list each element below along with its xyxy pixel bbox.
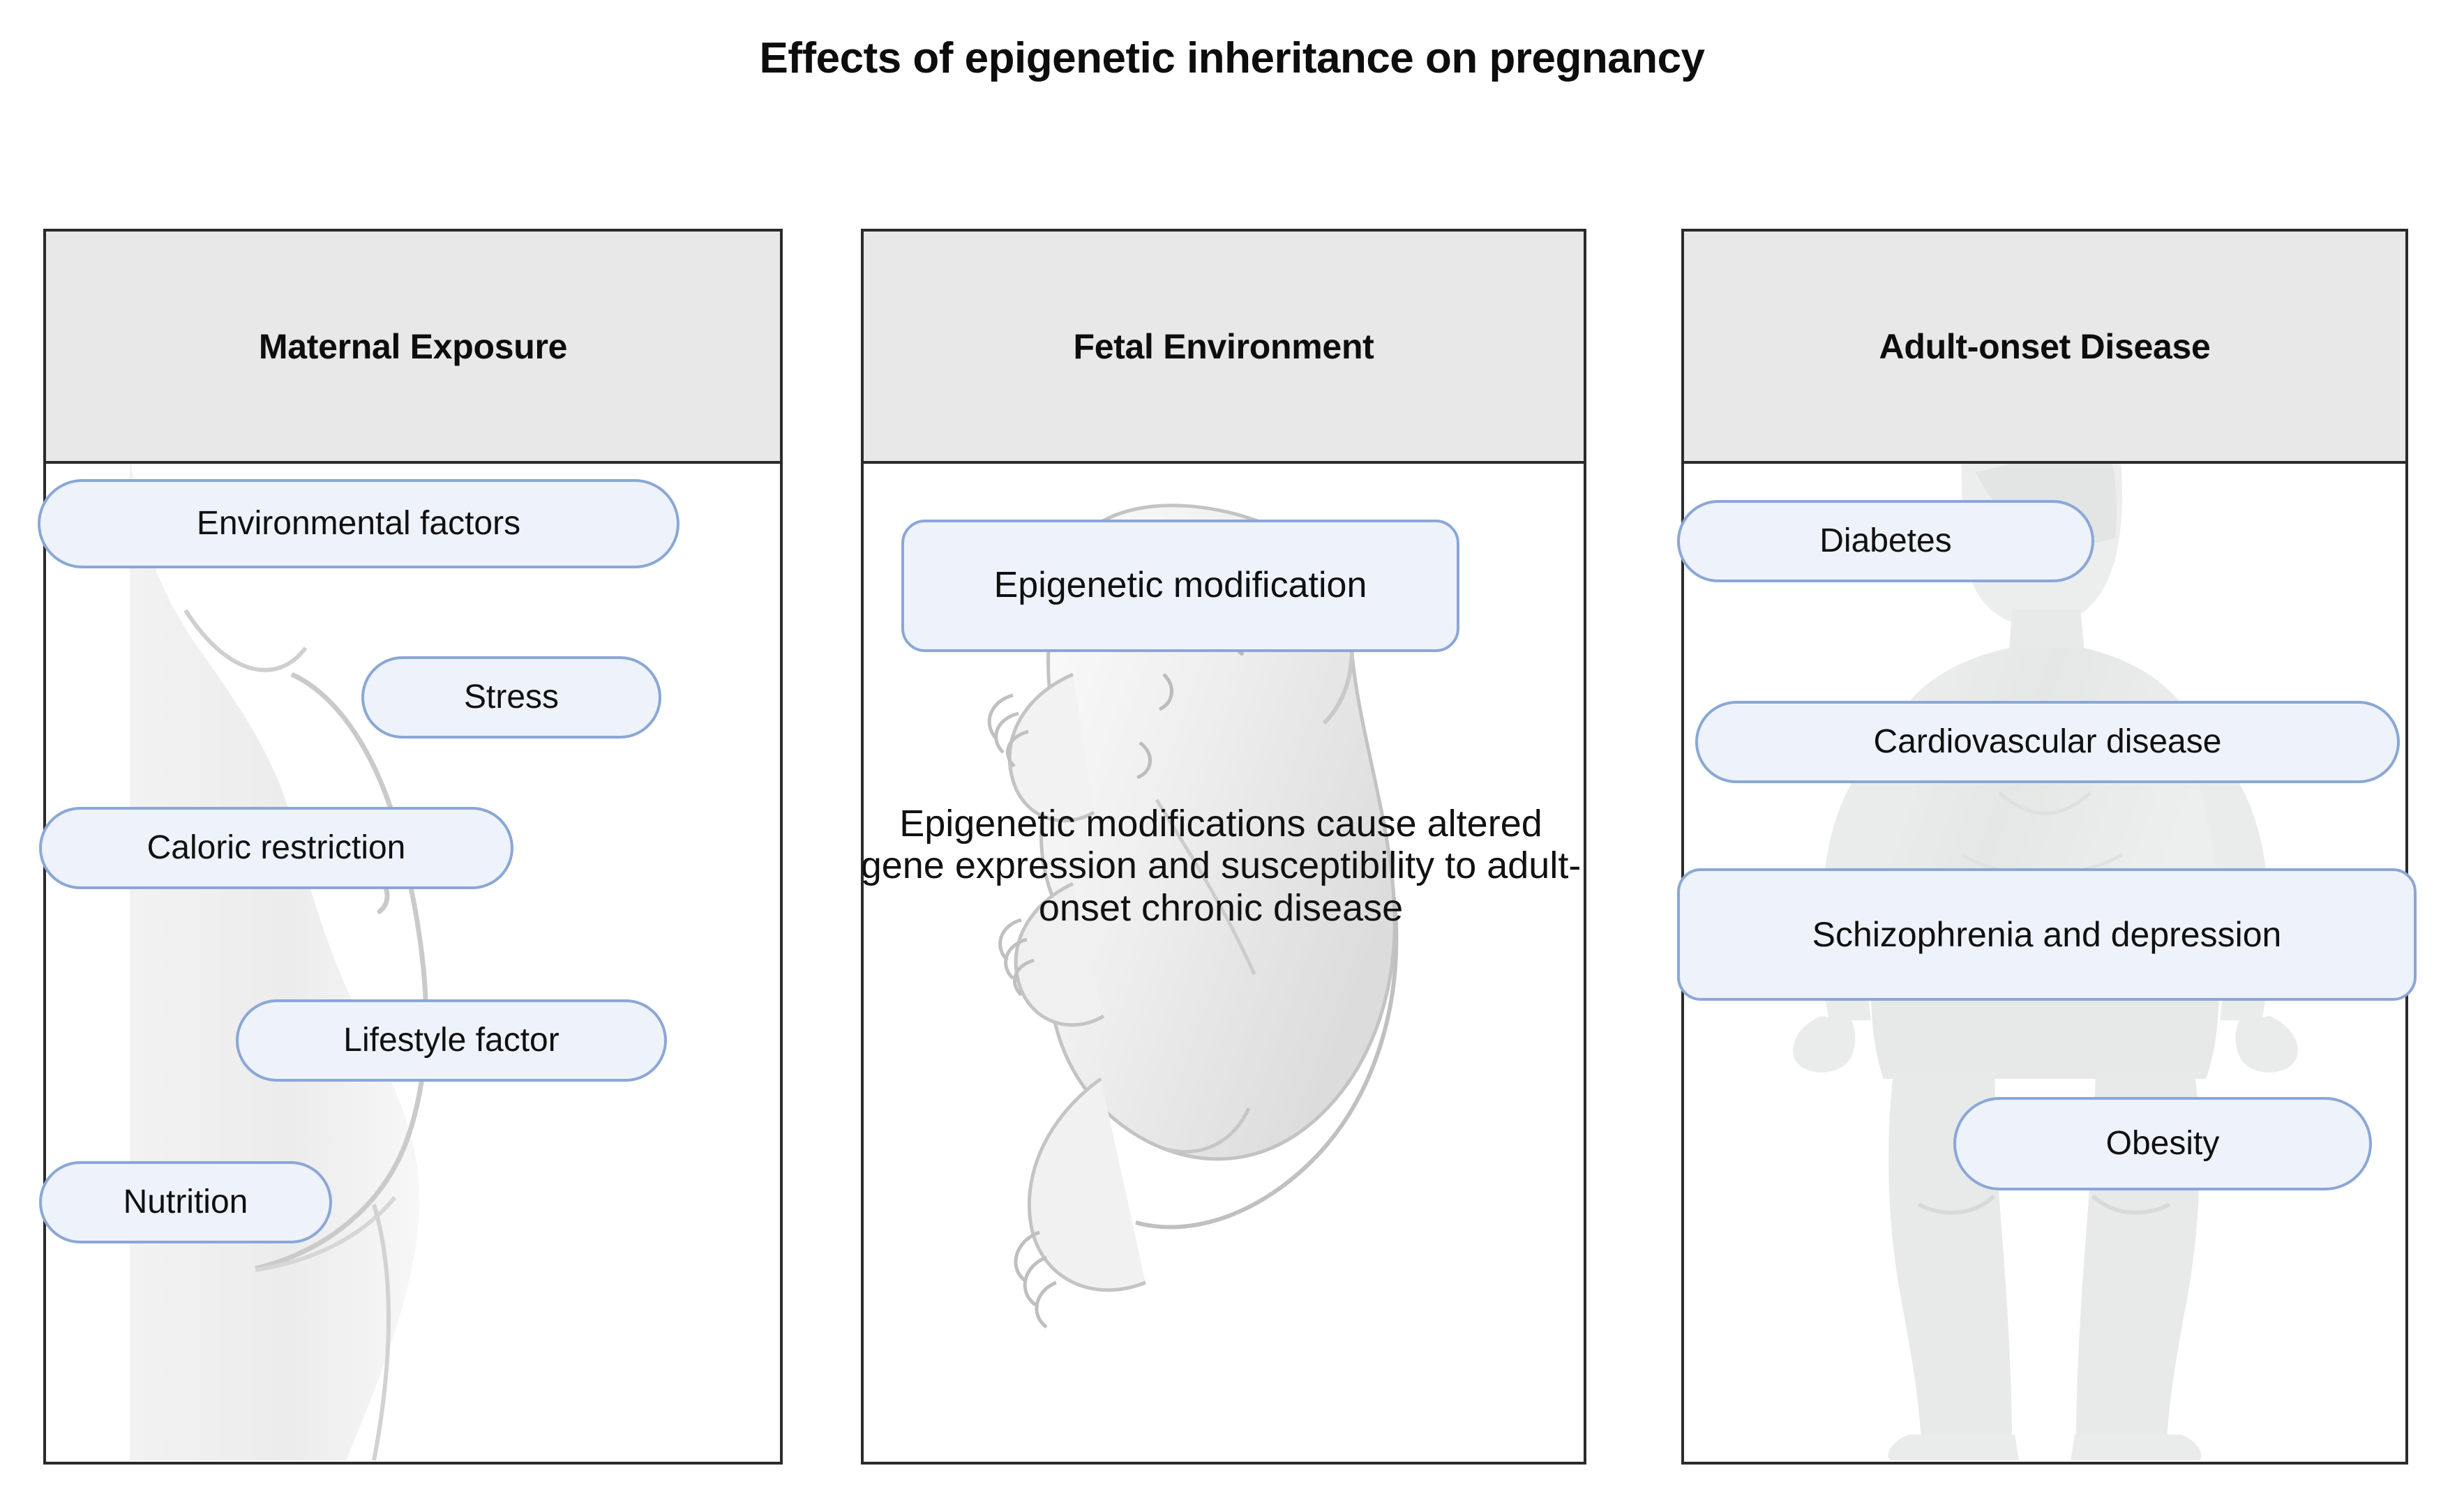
page-title: Effects of epigenetic inheritance on pre… (759, 34, 1705, 82)
pill-cardiovascular-disease[interactable]: Cardiovascular disease (1695, 701, 2400, 783)
pill-obesity[interactable]: Obesity (1953, 1097, 2372, 1190)
column-header-label: Maternal Exposure (258, 326, 568, 366)
pill-epigenetic-modification[interactable]: Epigenetic modification (901, 520, 1459, 652)
pill-environmental-factors[interactable]: Environmental factors (38, 479, 679, 568)
column-body-maternal-exposure: Environmental factors Stress Caloric res… (38, 464, 783, 1465)
column-body-fetal-environment: Epigenetic modification Epigenetic modif… (861, 464, 1586, 1465)
pill-diabetes[interactable]: Diabetes (1677, 500, 2094, 582)
column-adult-onset-disease: Adult-onset Disease (1677, 229, 2417, 1465)
pill-schizophrenia-and-depression[interactable]: Schizophrenia and depression (1677, 868, 2417, 1001)
column-header-maternal-exposure: Maternal Exposure (43, 229, 783, 464)
column-body-adult-onset-disease: Diabetes Cardiovascular disease Schizoph… (1677, 464, 2417, 1465)
pill-caloric-restriction[interactable]: Caloric restriction (39, 807, 513, 889)
column-maternal-exposure: Maternal Exposure (38, 229, 783, 1465)
column-fetal-environment: Fetal Environment (861, 229, 1586, 1465)
fetal-environment-description: Epigenetic modifications cause altered g… (860, 803, 1582, 929)
column-header-adult-onset-disease: Adult-onset Disease (1681, 229, 2408, 464)
column-header-label: Adult-onset Disease (1879, 326, 2211, 366)
pill-nutrition[interactable]: Nutrition (39, 1161, 332, 1243)
pill-stress[interactable]: Stress (361, 656, 661, 739)
column-header-label: Fetal Environment (1073, 326, 1374, 366)
pregnant-woman-silhouette-icon (46, 464, 780, 1462)
column-header-fetal-environment: Fetal Environment (861, 229, 1586, 464)
pill-lifestyle-factor[interactable]: Lifestyle factor (236, 999, 667, 1082)
